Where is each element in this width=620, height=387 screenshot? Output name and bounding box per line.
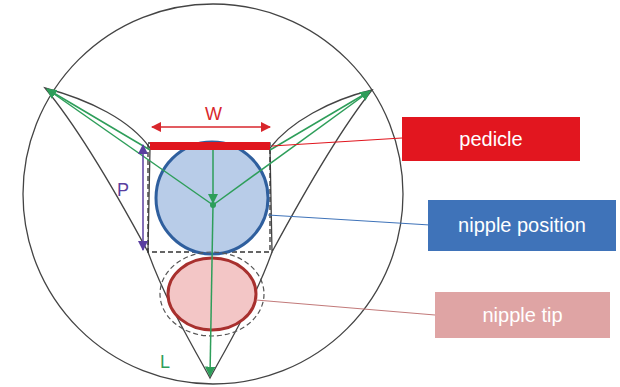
- callout-text: pedicle: [459, 128, 522, 151]
- nipple-position-callout: nipple position: [428, 200, 616, 251]
- callout-text: nipple position: [458, 214, 586, 237]
- callout-text: nipple tip: [482, 304, 562, 327]
- width-label: W: [205, 104, 222, 125]
- pedicle-callout: pedicle: [402, 117, 580, 161]
- length-label: L: [160, 352, 170, 373]
- length-label: P: [117, 180, 129, 201]
- nipple-tip-callout: nipple tip: [435, 292, 610, 338]
